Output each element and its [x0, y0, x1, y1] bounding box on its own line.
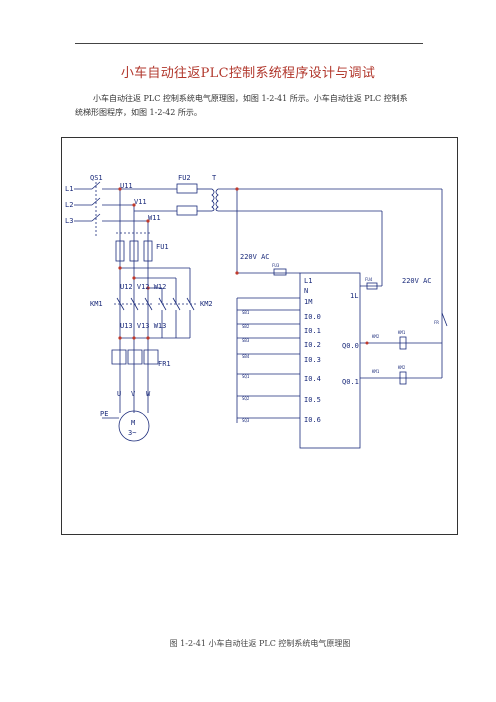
label-ac-right: 220V AC: [402, 277, 432, 285]
label-coil-1: KM2: [398, 365, 406, 370]
label-FU2: FU2: [178, 174, 191, 182]
main-fuses: [115, 232, 153, 262]
plc-inputs: [237, 309, 300, 419]
figure-frame: L1 L2 L3 QS1 U11 V11 W11 FU2 T FU1 U12 V…: [61, 137, 458, 648]
page-title: 小车自动往返PLC控制系统程序设计与调试: [120, 66, 376, 81]
label-sb3: SB3: [242, 338, 250, 343]
label-output-1: Q0.1: [342, 378, 359, 386]
plc-box: [236, 268, 382, 449]
label-U12V12W12: U12 V12 W12: [120, 283, 166, 291]
label-L2: L2: [65, 201, 73, 209]
paragraph-line-2: 统梯形图程序，如图 1-2-42 所示。: [75, 108, 202, 117]
label-M: M: [131, 419, 135, 427]
label-sq3: SQ3: [242, 418, 250, 423]
figure-caption: 图 1-2-41 小车自动往返 PLC 控制系统电气原理图: [169, 639, 351, 648]
label-out-contact-1: KM1: [372, 369, 380, 374]
label-input-1: I0.1: [304, 327, 321, 335]
label-sb2: SB2: [242, 324, 250, 329]
label-sq2: SQ2: [242, 396, 250, 401]
label-M3: 3~: [128, 429, 136, 437]
label-plc-N: N: [304, 287, 308, 295]
motor: [102, 378, 150, 442]
label-U: U: [117, 390, 121, 398]
label-KM1: KM1: [90, 300, 103, 308]
label-plc-L1: L1: [304, 277, 312, 285]
label-sb1: SB1: [242, 310, 250, 315]
label-input-0: I0.0: [304, 313, 321, 321]
label-ac-left: 220V AC: [240, 253, 270, 261]
label-input-4: I0.4: [304, 375, 321, 383]
label-PE: PE: [100, 410, 108, 418]
label-out-contact-0: KM2: [372, 334, 380, 339]
label-W11: W11: [148, 214, 161, 222]
power-lines: [74, 181, 149, 378]
contactors: [114, 267, 197, 339]
label-sb4: SB4: [242, 354, 250, 359]
label-input-3: I0.3: [304, 356, 321, 364]
label-L3: L3: [65, 217, 73, 225]
header-rule: [75, 43, 423, 44]
label-input-6: I0.6: [304, 416, 321, 424]
circuit-diagram: L1 L2 L3 QS1 U11 V11 W11 FU2 T FU1 U12 V…: [65, 174, 448, 449]
label-U11: U11: [120, 182, 133, 190]
thermal-relay: [111, 349, 159, 365]
label-plc-1M: 1M: [304, 298, 312, 306]
label-fr-contact: FR: [434, 320, 439, 325]
label-input-2: I0.2: [304, 341, 321, 349]
intro-paragraph: 小车自动往返 PLC 控制系统电气原理图，如图 1-2-41 所示。小车自动往返…: [75, 92, 425, 120]
label-fu3: FU3: [272, 263, 280, 268]
plc-outputs: [360, 312, 448, 385]
label-plc-1L: 1L: [350, 292, 358, 300]
label-V: V: [131, 390, 136, 398]
label-L1: L1: [65, 185, 73, 193]
label-sq1: SQ1: [242, 374, 250, 379]
label-T: T: [212, 174, 217, 182]
label-U13V13W13: U13 V13 W13: [120, 322, 166, 330]
label-input-5: I0.5: [304, 396, 321, 404]
label-coil-0: KM1: [398, 330, 406, 335]
control-transformer: [120, 183, 443, 378]
label-fu4: FU4: [365, 277, 373, 282]
label-V11: V11: [134, 198, 147, 206]
junction-dots: [118, 187, 239, 340]
label-FU1: FU1: [156, 243, 169, 251]
label-output-0: Q0.0: [342, 342, 359, 350]
label-KM2: KM2: [200, 300, 213, 308]
label-QS1: QS1: [90, 174, 103, 182]
paragraph-line-1: 小车自动往返 PLC 控制系统电气原理图，如图 1-2-41 所示。小车自动往返…: [93, 94, 408, 103]
label-W: W: [146, 390, 151, 398]
label-FR1: FR1: [158, 360, 171, 368]
